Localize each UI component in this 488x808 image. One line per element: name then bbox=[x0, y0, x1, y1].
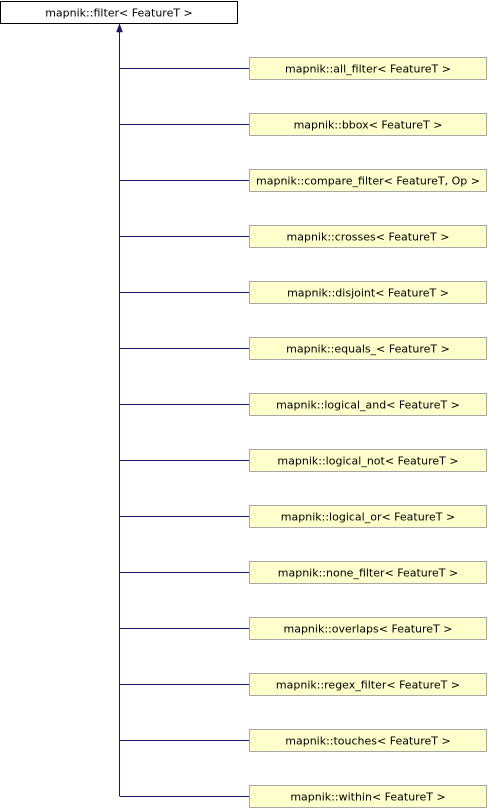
derived-class-box bbox=[249, 113, 487, 136]
derived-class-label: mapnik::equals_< FeatureT > bbox=[286, 343, 450, 356]
derived-class-node[interactable]: mapnik::equals_< FeatureT > bbox=[249, 337, 487, 360]
derived-class-nodes: mapnik::all_filter< FeatureT >mapnik::bb… bbox=[249, 57, 487, 808]
derived-class-node[interactable]: mapnik::regex_filter< FeatureT > bbox=[249, 673, 487, 696]
derived-class-box bbox=[249, 729, 487, 752]
derived-class-box bbox=[249, 169, 487, 192]
derived-class-label: mapnik::compare_filter< FeatureT, Op > bbox=[256, 175, 480, 188]
derived-class-label: mapnik::disjoint< FeatureT > bbox=[287, 287, 449, 300]
base-class-label: mapnik::filter< FeatureT > bbox=[45, 7, 193, 20]
inheritance-edges bbox=[116, 23, 250, 797]
derived-class-box bbox=[249, 561, 487, 584]
derived-class-node[interactable]: mapnik::logical_not< FeatureT > bbox=[249, 449, 487, 472]
derived-class-label: mapnik::logical_or< FeatureT > bbox=[281, 511, 455, 524]
derived-class-box bbox=[249, 337, 487, 360]
derived-class-box bbox=[249, 505, 487, 528]
derived-class-node[interactable]: mapnik::bbox< FeatureT > bbox=[249, 113, 487, 136]
derived-class-node[interactable]: mapnik::overlaps< FeatureT > bbox=[249, 617, 487, 640]
derived-class-box bbox=[249, 673, 487, 696]
derived-class-node[interactable]: mapnik::crosses< FeatureT > bbox=[249, 225, 487, 248]
derived-class-label: mapnik::within< FeatureT > bbox=[290, 791, 445, 804]
derived-class-node[interactable]: mapnik::none_filter< FeatureT > bbox=[249, 561, 487, 584]
derived-class-box bbox=[249, 225, 487, 248]
derived-class-label: mapnik::regex_filter< FeatureT > bbox=[276, 679, 460, 692]
derived-class-label: mapnik::bbox< FeatureT > bbox=[294, 119, 443, 132]
derived-class-box bbox=[249, 281, 487, 304]
derived-class-node[interactable]: mapnik::all_filter< FeatureT > bbox=[249, 57, 487, 80]
derived-class-label: mapnik::overlaps< FeatureT > bbox=[283, 623, 452, 636]
derived-class-box bbox=[249, 617, 487, 640]
derived-class-node[interactable]: mapnik::within< FeatureT > bbox=[249, 785, 487, 808]
derived-class-label: mapnik::touches< FeatureT > bbox=[285, 735, 451, 748]
derived-class-node[interactable]: mapnik::logical_or< FeatureT > bbox=[249, 505, 487, 528]
derived-class-label: mapnik::logical_and< FeatureT > bbox=[276, 399, 460, 412]
derived-class-node[interactable]: mapnik::disjoint< FeatureT > bbox=[249, 281, 487, 304]
derived-class-box bbox=[249, 57, 487, 80]
derived-class-box bbox=[249, 449, 487, 472]
inheritance-arrowhead bbox=[116, 23, 123, 33]
derived-class-label: mapnik::logical_not< FeatureT > bbox=[277, 455, 458, 468]
derived-class-node[interactable]: mapnik::logical_and< FeatureT > bbox=[249, 393, 487, 416]
derived-class-box bbox=[249, 393, 487, 416]
derived-class-label: mapnik::none_filter< FeatureT > bbox=[278, 567, 459, 580]
derived-class-node[interactable]: mapnik::compare_filter< FeatureT, Op > bbox=[249, 169, 487, 192]
derived-class-label: mapnik::crosses< FeatureT > bbox=[287, 231, 450, 244]
derived-class-node[interactable]: mapnik::touches< FeatureT > bbox=[249, 729, 487, 752]
base-class-node[interactable]: mapnik::filter< FeatureT > bbox=[0, 1, 238, 24]
base-class-box bbox=[0, 1, 238, 24]
derived-class-label: mapnik::all_filter< FeatureT > bbox=[285, 63, 451, 76]
